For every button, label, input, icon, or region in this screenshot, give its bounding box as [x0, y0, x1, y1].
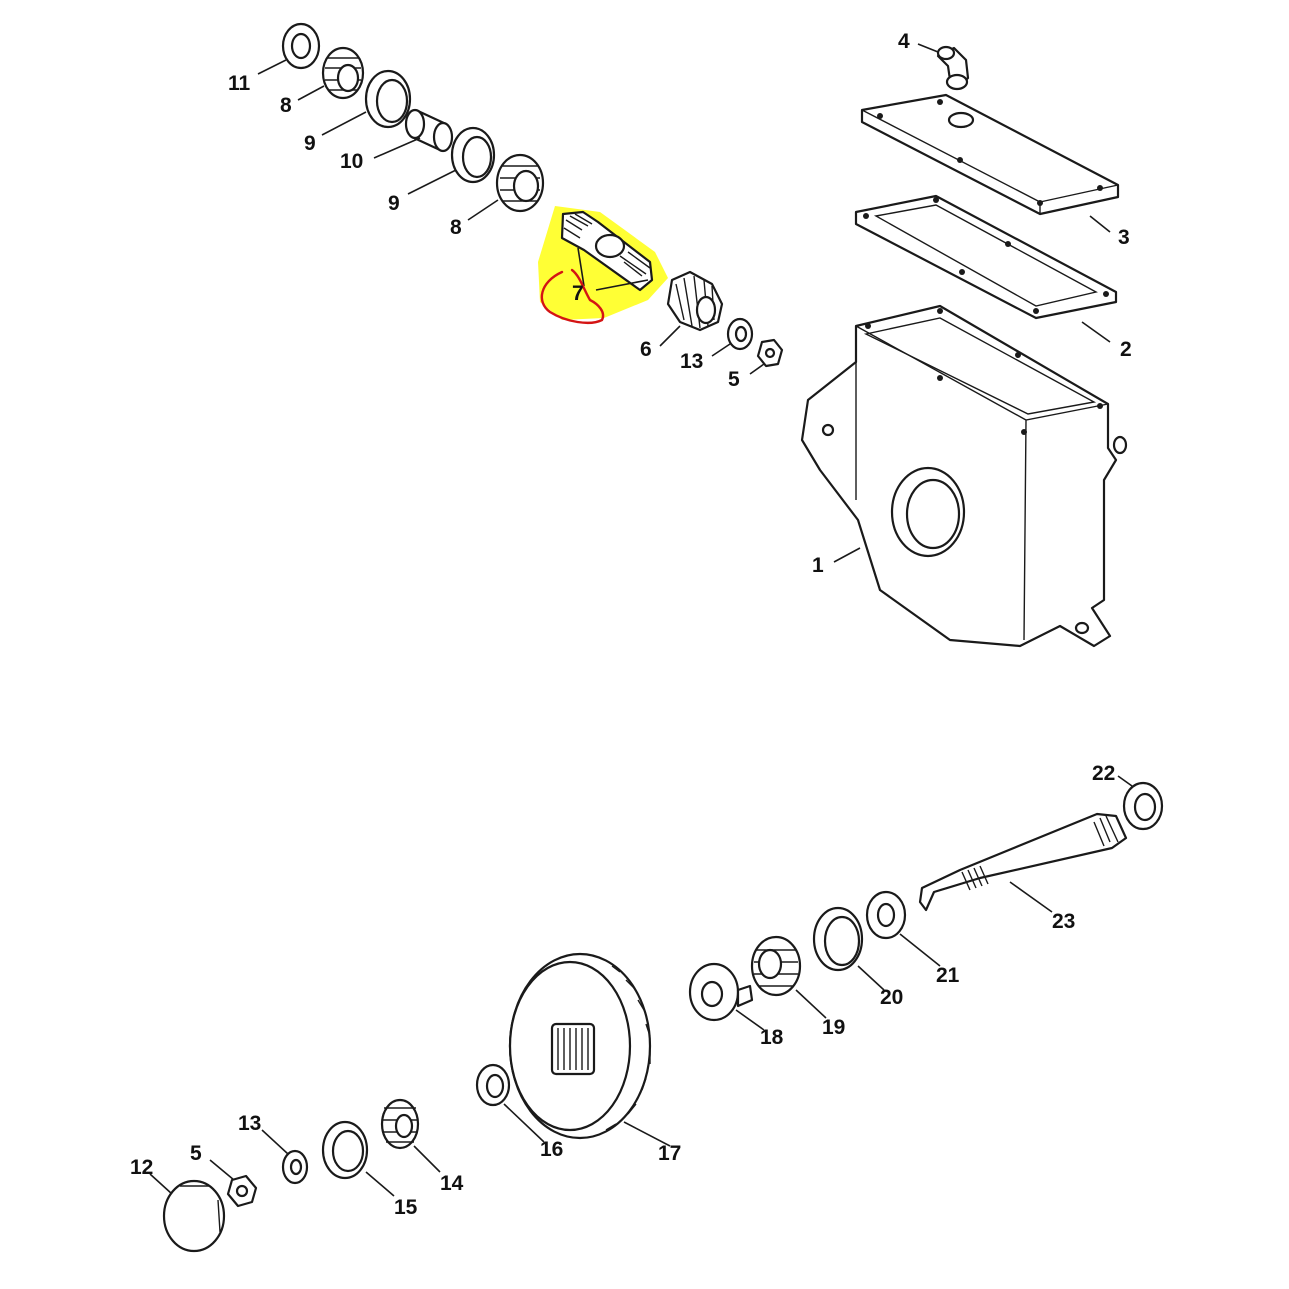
part-8-bearing-lower[interactable]	[495, 153, 545, 213]
callout-22: 22	[1092, 762, 1115, 785]
callout-11: 11	[228, 72, 251, 95]
leader-lines	[149, 43, 1133, 1197]
callout-19: 19	[822, 1016, 845, 1039]
callout-2: 2	[1120, 338, 1132, 361]
part-16-collar[interactable]	[475, 1063, 511, 1107]
callout-13-upper: 13	[680, 350, 703, 373]
part-8-bearing-upper[interactable]	[321, 46, 365, 100]
callout-7: 7	[572, 282, 584, 305]
callout-6: 6	[640, 338, 652, 361]
callout-18: 18	[760, 1026, 784, 1049]
part-13-washer-lower[interactable]	[281, 1149, 309, 1185]
callout-16: 16	[540, 1138, 563, 1161]
part-22-seal[interactable]	[1122, 781, 1164, 831]
part-5-nut-lower[interactable]	[226, 1174, 258, 1208]
part-6-pinion-gear[interactable]	[666, 270, 724, 332]
callout-1: 1	[812, 554, 824, 577]
callout-5-upper: 5	[728, 368, 740, 391]
callout-17: 17	[658, 1142, 681, 1165]
part-7-pinion-shaft[interactable]	[560, 210, 654, 292]
part-17-ring-gear[interactable]	[508, 952, 652, 1140]
part-7-circle-mark	[540, 268, 605, 324]
callout-9-upper: 9	[304, 132, 316, 155]
part-2-gasket[interactable]	[854, 194, 1118, 320]
callout-13-lower: 13	[238, 1112, 261, 1135]
part-13-washer-upper[interactable]	[726, 317, 754, 351]
callout-23: 23	[1052, 910, 1075, 933]
part-11-seal[interactable]	[281, 22, 321, 70]
part-15-cup[interactable]	[321, 1120, 369, 1180]
part-12-cap[interactable]	[162, 1179, 226, 1253]
part-5-nut-upper[interactable]	[756, 338, 784, 368]
callout-15: 15	[394, 1196, 418, 1219]
callout-8-lower: 8	[450, 216, 462, 239]
callout-9-lower: 9	[388, 192, 400, 215]
part-4-elbow[interactable]	[936, 45, 970, 91]
callout-12: 12	[130, 1156, 153, 1179]
part-10-spacer[interactable]	[404, 108, 454, 153]
part-3-cover-plate[interactable]	[860, 93, 1120, 216]
part-9-cup-upper[interactable]	[364, 69, 412, 129]
callout-21: 21	[936, 964, 960, 987]
part-23-output-shaft[interactable]	[918, 812, 1128, 912]
callout-20: 20	[880, 986, 903, 1009]
callout-10: 10	[340, 150, 363, 173]
callout-3: 3	[1118, 226, 1130, 249]
part-18-keyed-washer[interactable]	[688, 962, 754, 1022]
part-14-bearing[interactable]	[380, 1098, 420, 1150]
callout-labels: 11 8 9 10 9 8 7 6 13 5 4 3 2 1 22 23 21 …	[130, 30, 1132, 1219]
part-9-cup-lower[interactable]	[450, 126, 496, 184]
callout-4: 4	[898, 30, 910, 53]
part-21-washer[interactable]	[865, 890, 907, 940]
part-19-bearing[interactable]	[750, 935, 802, 997]
callout-8-upper: 8	[280, 94, 292, 117]
part-1-housing[interactable]	[800, 304, 1128, 648]
callout-5-lower: 5	[190, 1142, 202, 1165]
callout-14: 14	[440, 1172, 464, 1195]
part-20-cup[interactable]	[812, 906, 864, 972]
